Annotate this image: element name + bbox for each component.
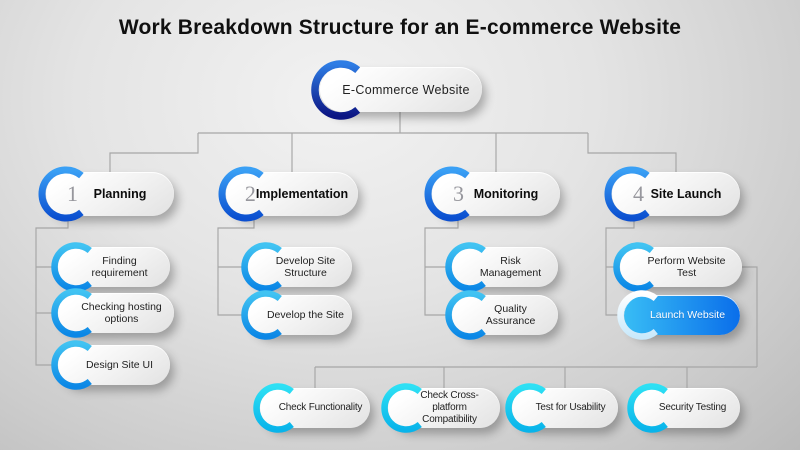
task-label: Risk Management — [479, 254, 542, 279]
task-label: Quality Assurance — [485, 302, 536, 327]
task-node-check-functionality: Check Functionality — [253, 383, 370, 433]
task-label: Test for Usability — [535, 402, 606, 413]
connector-sitelaunch-children — [605, 216, 635, 316]
task-node-risk-management: Risk Management — [445, 242, 558, 292]
branch-node-monitoring: 3 Monitoring — [424, 166, 560, 222]
task-node-perform-website-test: Perform Website Test — [613, 242, 742, 292]
branch-label: Planning — [93, 187, 147, 201]
task-label: Develop the Site — [266, 308, 345, 321]
branch-number: 2 — [244, 181, 256, 206]
connector-test-tasks — [314, 266, 758, 388]
task-node-design-site-ui: Design Site UI — [51, 340, 170, 390]
task-label: Develop Site Structure — [275, 254, 336, 279]
task-node-checking-hosting-options: Checking hosting options — [51, 288, 174, 338]
task-label: Check Functionality — [278, 402, 363, 413]
branch-number: 3 — [453, 181, 464, 206]
task-label: Checking hosting options — [81, 300, 162, 325]
task-node-finding-requirement: Finding requirement — [51, 242, 170, 292]
branch-label: Implementation — [255, 187, 349, 201]
connector-monitoring-children — [424, 216, 459, 316]
branch-number: 4 — [633, 181, 644, 206]
branch-node-implementation: 2 Implementation — [218, 166, 358, 222]
task-node-highlighted-launch-website: Launch Website — [617, 290, 740, 340]
branch-node-site-launch: 4 Site Launch — [604, 166, 740, 222]
task-label: Design Site UI — [85, 358, 154, 371]
root-label: E-Commerce Website — [342, 82, 470, 97]
task-node-test-for-usability: Test for Usability — [505, 383, 618, 433]
branch-label: Monitoring — [473, 187, 539, 201]
branch-number: 1 — [67, 181, 78, 206]
connector-implementation-children — [217, 216, 255, 316]
task-node-check-cross-platform-compatibility: Check Cross-platform Compatibility — [381, 383, 500, 433]
task-label: Security Testing — [658, 402, 727, 413]
task-label: Check Cross-platform Compatibility — [420, 390, 479, 425]
task-node-security-testing: Security Testing — [627, 383, 740, 433]
task-node-quality-assurance: Quality Assurance — [445, 290, 558, 340]
task-node-develop-site-structure: Develop Site Structure — [241, 242, 352, 292]
diagram-title: Work Breakdown Structure for an E-commer… — [118, 16, 682, 39]
task-label: Perform Website Test — [647, 254, 726, 279]
branch-label: Site Launch — [650, 187, 722, 201]
task-label: Launch Website — [649, 308, 726, 321]
root-node-ecommerce-website: E-Commerce Website — [311, 60, 482, 120]
task-label: Finding requirement — [91, 254, 148, 279]
task-node-develop-the-site: Develop the Site — [241, 290, 352, 340]
connector-planning-children — [35, 216, 69, 366]
connector-root-to-branches — [109, 112, 677, 172]
branch-node-planning: 1 Planning — [38, 166, 174, 222]
